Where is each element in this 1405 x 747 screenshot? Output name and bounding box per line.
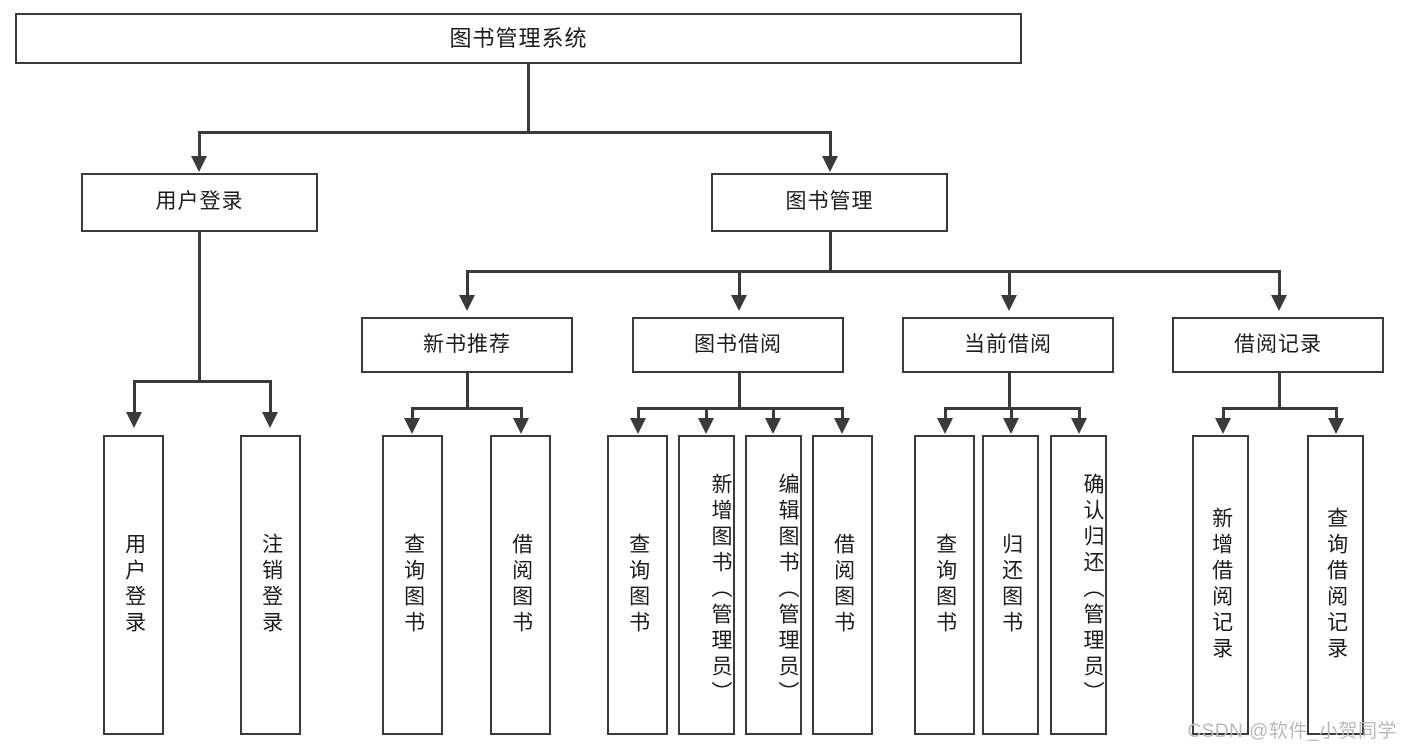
arrowhead-cb-leaf-2 [1003,418,1019,434]
connector-bb-to-leaf-3 [772,407,775,421]
leaf-user-login[interactable]: 用户登录 [103,435,164,735]
arrowhead-bb-leaf-4 [834,418,850,434]
arrowhead-book-management [822,156,838,172]
node-current-borrow[interactable]: 当前借阅 [902,317,1114,373]
connector-root-to-user-login [198,131,201,159]
arrowhead-user-login-leaf-2 [262,412,278,428]
leaf-logout[interactable]: 注销登录 [240,435,301,735]
leaf-br-query-record[interactable]: 查询借阅记录 [1307,435,1364,735]
arrowhead-bb-leaf-3 [765,418,781,434]
leaf-cb-confirm-return-admin[interactable]: 确认归还（管理员） [1050,435,1107,735]
connector-bb-to-leaf-1 [637,407,640,421]
node-user-login[interactable]: 用户登录 [81,173,318,232]
connector-bb-to-leaf-2 [705,407,708,421]
arrowhead-new-book-recommend [459,295,475,311]
arrowhead-bb-leaf-2 [698,418,714,434]
leaf-bb-add-book-admin[interactable]: 新增图书（管理员） [678,435,735,735]
node-book-borrow[interactable]: 图书借阅 [632,317,844,373]
connector-book-management-stem [829,232,832,270]
connector-book-borrow-stem [738,373,741,407]
leaf-br-add-record[interactable]: 新增借阅记录 [1192,435,1249,735]
connector-root-stem [527,64,530,131]
connector-nb-to-leaf-1 [411,407,414,421]
connector-cb-to-leaf-1 [944,407,947,421]
arrowhead-user-login-leaf-1 [126,412,142,428]
arrowhead-book-borrow [731,295,747,311]
leaf-nb-borrow-book[interactable]: 借阅图书 [490,435,551,735]
connector-br-to-leaf-2 [1335,407,1338,421]
connector-user-login-bus [133,380,270,383]
arrowhead-borrow-record [1271,295,1287,311]
connector-user-login-to-leaf-1 [133,380,136,415]
arrowhead-nb-leaf-1 [404,418,420,434]
node-new-book-recommend[interactable]: 新书推荐 [361,317,573,373]
connector-nb-to-leaf-2 [520,407,523,421]
connector-user-login-stem [198,232,201,380]
connector-bm-to-book-borrow [738,270,741,298]
leaf-bb-borrow-book[interactable]: 借阅图书 [812,435,873,735]
connector-book-management-bus [466,270,1278,273]
leaf-nb-query-book[interactable]: 查询图书 [382,435,443,735]
arrowhead-br-leaf-1 [1215,418,1231,434]
connector-bm-to-current-borrow [1008,270,1011,298]
connector-root-bus [198,131,832,134]
leaf-cb-return-book[interactable]: 归还图书 [982,435,1039,735]
arrowhead-current-borrow [1001,295,1017,311]
connector-borrow-record-bus [1222,407,1338,410]
connector-borrow-record-stem [1278,373,1281,407]
connector-book-borrow-bus [637,407,844,410]
connector-bb-to-leaf-4 [841,407,844,421]
leaf-cb-query-book[interactable]: 查询图书 [914,435,975,735]
connector-br-to-leaf-1 [1222,407,1225,421]
arrowhead-cb-leaf-1 [937,418,953,434]
node-root-book-management-system[interactable]: 图书管理系统 [15,13,1022,64]
arrowhead-cb-leaf-3 [1071,418,1087,434]
connector-new-book-bus [411,407,523,410]
arrowhead-br-leaf-2 [1328,418,1344,434]
connector-user-login-to-leaf-2 [269,380,272,415]
node-book-management[interactable]: 图书管理 [711,173,948,232]
connector-cb-to-leaf-3 [1078,407,1081,421]
watermark-csdn: CSDN @软件_小贺同学 [1187,721,1397,742]
connector-root-to-book-management [829,131,832,159]
connector-bm-to-borrow-record [1278,270,1281,298]
arrowhead-user-login [191,156,207,172]
leaf-bb-edit-book-admin[interactable]: 编辑图书（管理员） [745,435,802,735]
leaf-bb-query-book[interactable]: 查询图书 [607,435,668,735]
arrowhead-nb-leaf-2 [513,418,529,434]
connector-current-borrow-stem [1008,373,1011,407]
arrowhead-bb-leaf-1 [630,418,646,434]
connector-bm-to-new-book [466,270,469,298]
connector-new-book-stem [466,373,469,407]
connector-cb-to-leaf-2 [1010,407,1013,421]
node-borrow-record[interactable]: 借阅记录 [1172,317,1384,373]
